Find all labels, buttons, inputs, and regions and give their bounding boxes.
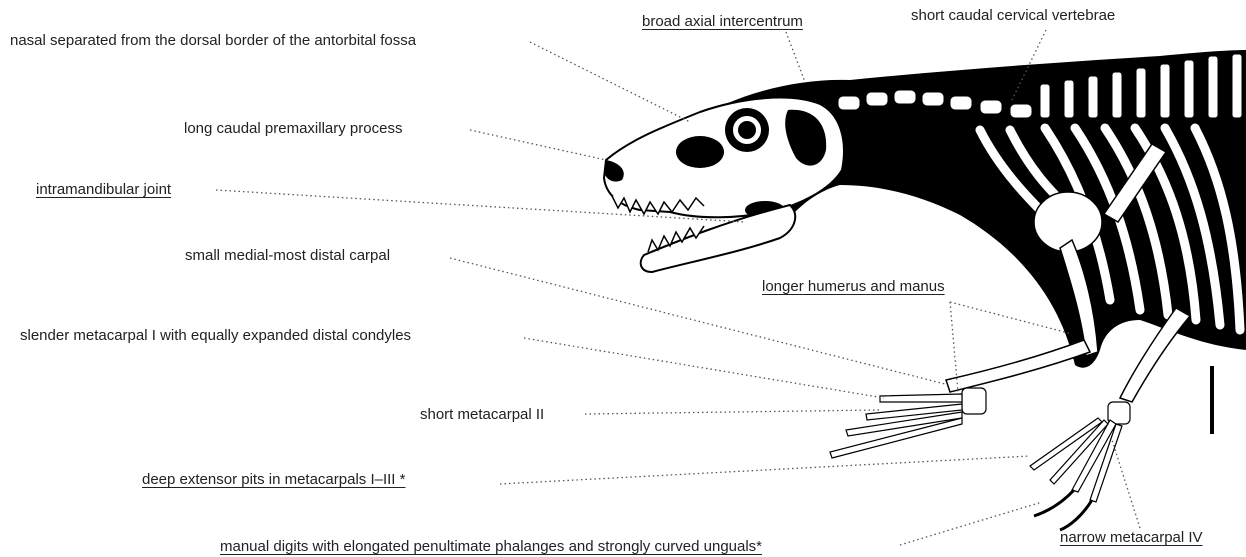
label-nasal: nasal separated from the dorsal border o…: [10, 32, 416, 49]
scale-bar: [1210, 366, 1214, 434]
manus: [830, 388, 986, 458]
label-metacarpal-ii: short metacarpal II: [420, 406, 544, 423]
label-intramandibular-joint: intramandibular joint: [36, 181, 171, 198]
label-premaxillary-process: long caudal premaxillary process: [184, 120, 402, 137]
label-extensor-pits: deep extensor pits in metacarpals I–III …: [142, 471, 405, 488]
label-distal-carpal: small medial-most distal carpal: [185, 247, 390, 264]
label-cervical-vertebrae: short caudal cervical vertebrae: [911, 7, 1115, 24]
label-humerus-manus: longer humerus and manus: [762, 278, 945, 295]
label-axial-intercentrum: broad axial intercentrum: [642, 13, 803, 30]
label-manual-digits: manual digits with elongated penultimate…: [220, 538, 762, 555]
far-manus: [1030, 402, 1130, 530]
forearm: [946, 340, 1090, 392]
label-metacarpal-iv: narrow metacarpal IV: [1060, 529, 1203, 546]
label-metacarpal-i: slender metacarpal I with equally expand…: [20, 327, 411, 344]
